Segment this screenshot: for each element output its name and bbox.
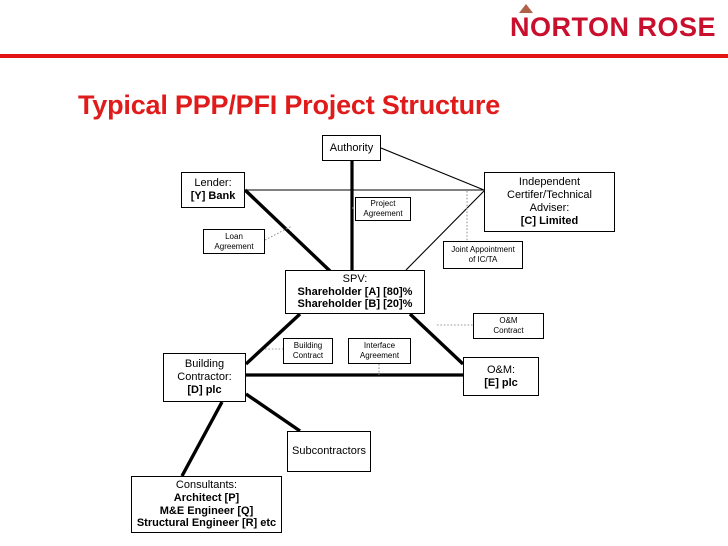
header-divider <box>0 54 728 58</box>
label-line: Agreement <box>359 351 400 360</box>
label-om-contract[interactable]: O&M Contract <box>473 313 544 339</box>
node-consultants[interactable]: Consultants: Architect [P] M&E Engineer … <box>131 476 282 533</box>
norton-rose-logo: NORTON ROSE <box>509 4 716 42</box>
node-subcontractors[interactable]: Subcontractors <box>287 431 371 472</box>
node-line: Lender: <box>194 177 232 190</box>
node-line: Consultants: <box>175 478 238 491</box>
label-line: Agreement <box>214 241 254 251</box>
node-line: Certifer/Technical <box>507 189 592 202</box>
node-line: O&M: <box>486 363 516 376</box>
node-line: Shareholder [B] [20]% <box>297 298 413 311</box>
label-line: Interface <box>363 341 396 351</box>
label-line: of IC/TA <box>468 255 498 264</box>
label-line: Loan <box>225 231 243 241</box>
node-spv[interactable]: SPV: Shareholder [A] [80]% Shareholder [… <box>285 270 425 314</box>
node-line: [D] plc <box>187 383 222 396</box>
node-building-contractor[interactable]: Building Contractor: [D] plc <box>163 353 246 402</box>
node-line: SPV: <box>342 272 368 285</box>
node-independent-certifier[interactable]: Independent Certifer/Technical Adviser: … <box>484 172 615 232</box>
node-lender[interactable]: Lender: [Y] Bank <box>181 172 245 208</box>
label-loan-agreement[interactable]: Loan Agreement <box>203 229 265 254</box>
node-line: Shareholder [A] [80]% <box>297 285 413 298</box>
node-line: M&E Engineer [Q] <box>159 504 254 517</box>
node-authority[interactable]: Authority <box>322 135 381 161</box>
node-line: Contractor: <box>177 371 232 384</box>
node-line: [Y] Bank <box>190 190 236 202</box>
label-line: Contract <box>493 326 524 335</box>
page-title: Typical PPP/PFI Project Structure <box>78 90 501 120</box>
label-joint-appointment[interactable]: Joint Appointment of IC/TA <box>443 241 523 269</box>
label-building-contract[interactable]: Building Contract <box>283 338 333 364</box>
label-line: Contract <box>292 351 324 360</box>
caret-up-icon <box>518 4 533 13</box>
node-line: Building <box>184 358 225 371</box>
node-line: [E] plc <box>484 376 518 389</box>
label-interface-agreement[interactable]: Interface Agreement <box>348 338 411 364</box>
node-line: Independent <box>518 176 581 189</box>
node-line: [C] Limited <box>520 214 579 227</box>
label-line: Project <box>370 199 396 209</box>
label-project-agreement[interactable]: Project Agreement <box>355 197 411 221</box>
label-line: Building <box>293 341 323 351</box>
node-om[interactable]: O&M: [E] plc <box>463 357 539 396</box>
label-line: O&M <box>499 316 518 326</box>
label-line: Agreement <box>363 209 403 218</box>
node-line: Subcontractors <box>292 445 366 458</box>
node-line: Structural Engineer [R] etc <box>136 517 277 530</box>
brand-name: NORTON ROSE <box>509 12 716 42</box>
node-line: Authority <box>329 141 374 154</box>
node-line: Architect [P] <box>173 491 240 504</box>
label-line: Joint Appointment <box>451 245 515 255</box>
node-line: Adviser: <box>529 202 570 214</box>
